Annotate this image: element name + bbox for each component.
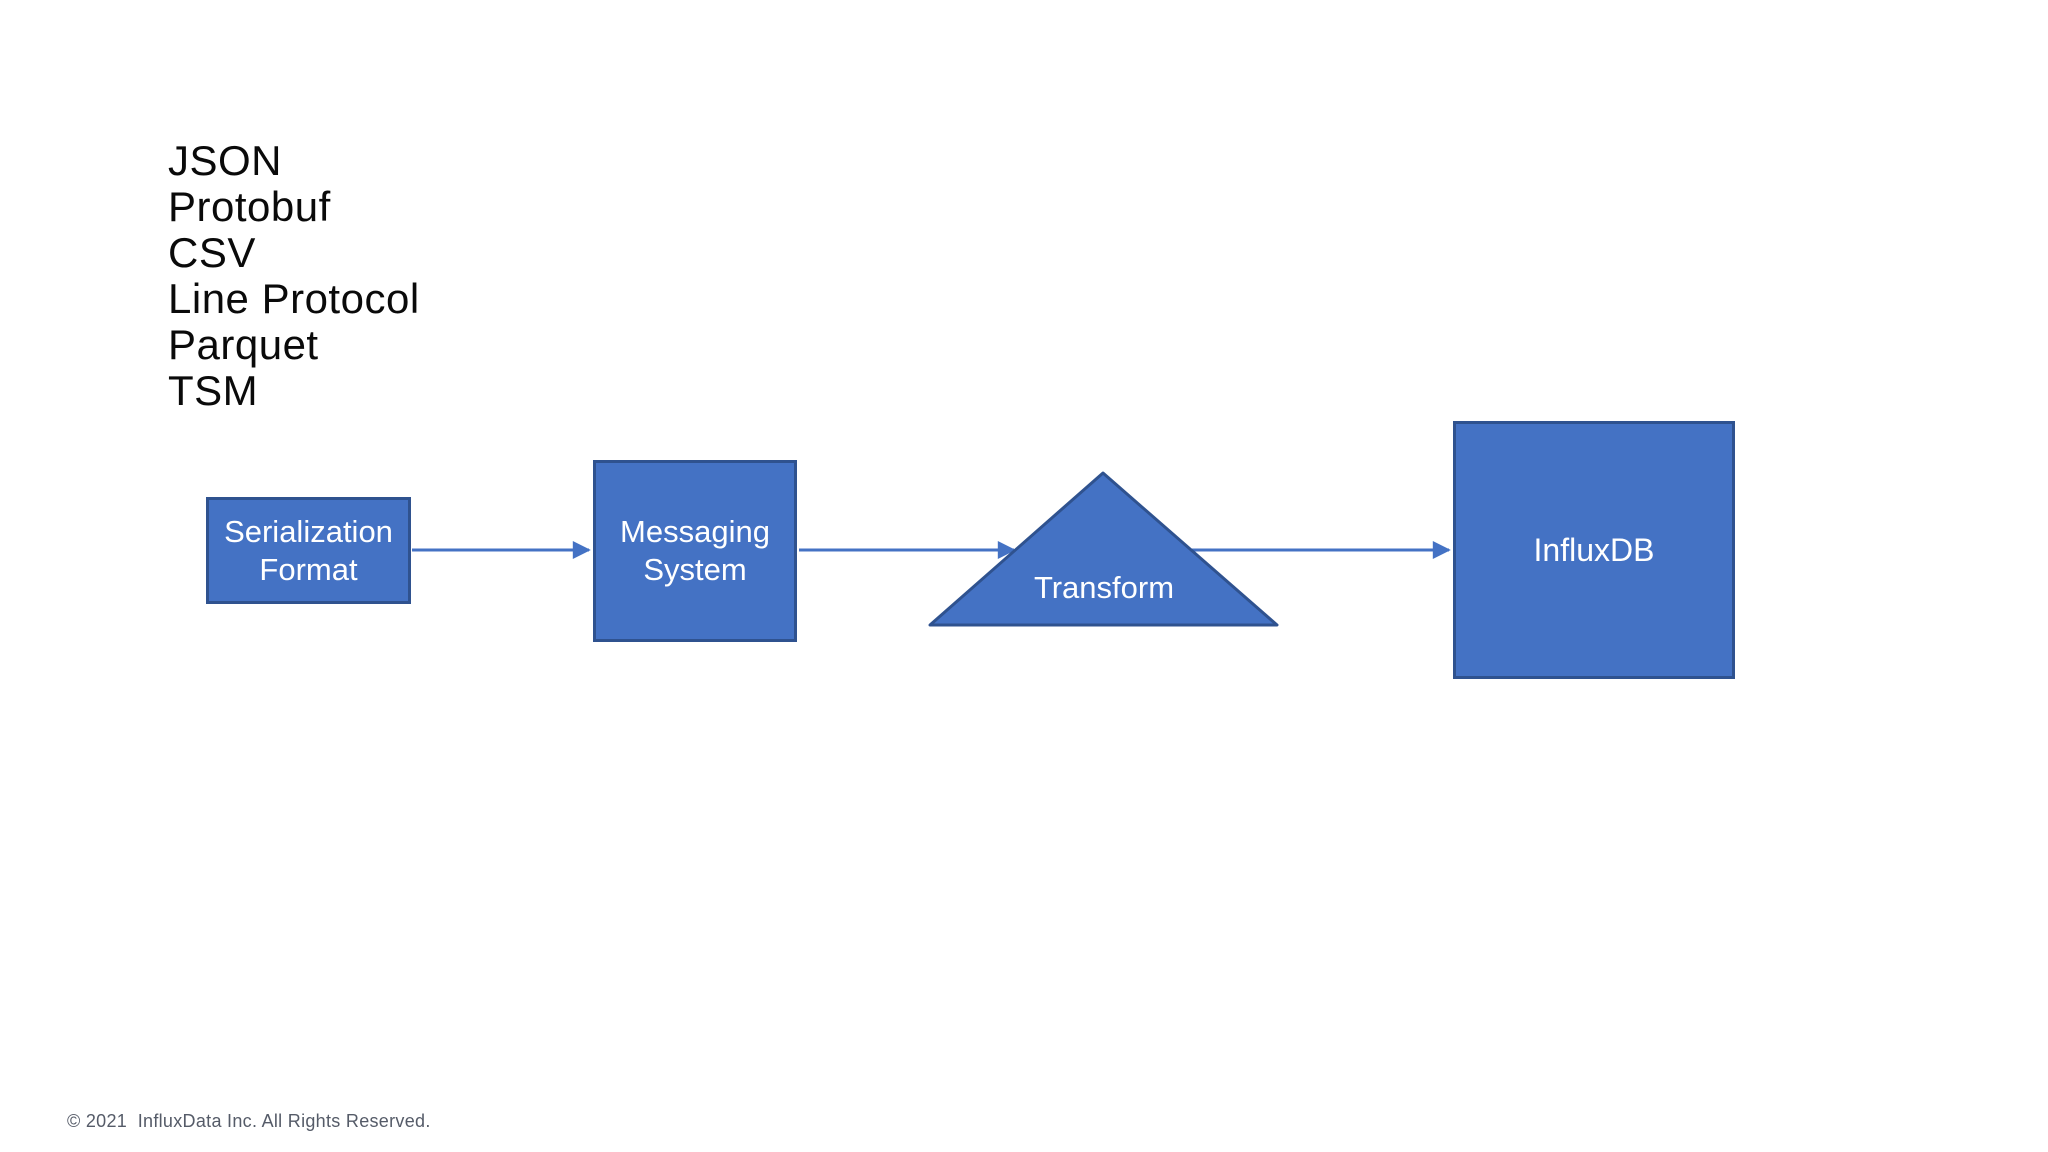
node-serialization-format: Serialization Format xyxy=(206,497,411,604)
transform-triangle-shape xyxy=(928,471,1279,627)
format-list-item: Parquet xyxy=(168,321,319,368)
node-influxdb-label: InfluxDB xyxy=(1533,532,1655,568)
copyright-footer: © 2021 InfluxData Inc. All Rights Reserv… xyxy=(67,1111,431,1131)
format-list: JSON Protobuf CSV Line Protocol Parquet … xyxy=(168,138,420,414)
node-influxdb: InfluxDB xyxy=(1453,421,1735,679)
format-list-item: JSON xyxy=(168,137,283,184)
format-list-item: Protobuf xyxy=(168,183,331,230)
format-list-item: CSV xyxy=(168,229,256,276)
format-list-item: TSM xyxy=(168,367,259,414)
node-transform-label: Transform xyxy=(1033,570,1175,605)
node-messaging-system: Messaging System xyxy=(593,460,797,642)
format-list-item: Line Protocol xyxy=(168,275,420,322)
node-serialization-format-label: Serialization Format xyxy=(224,513,393,587)
node-messaging-system-label: Messaging System xyxy=(620,514,770,587)
